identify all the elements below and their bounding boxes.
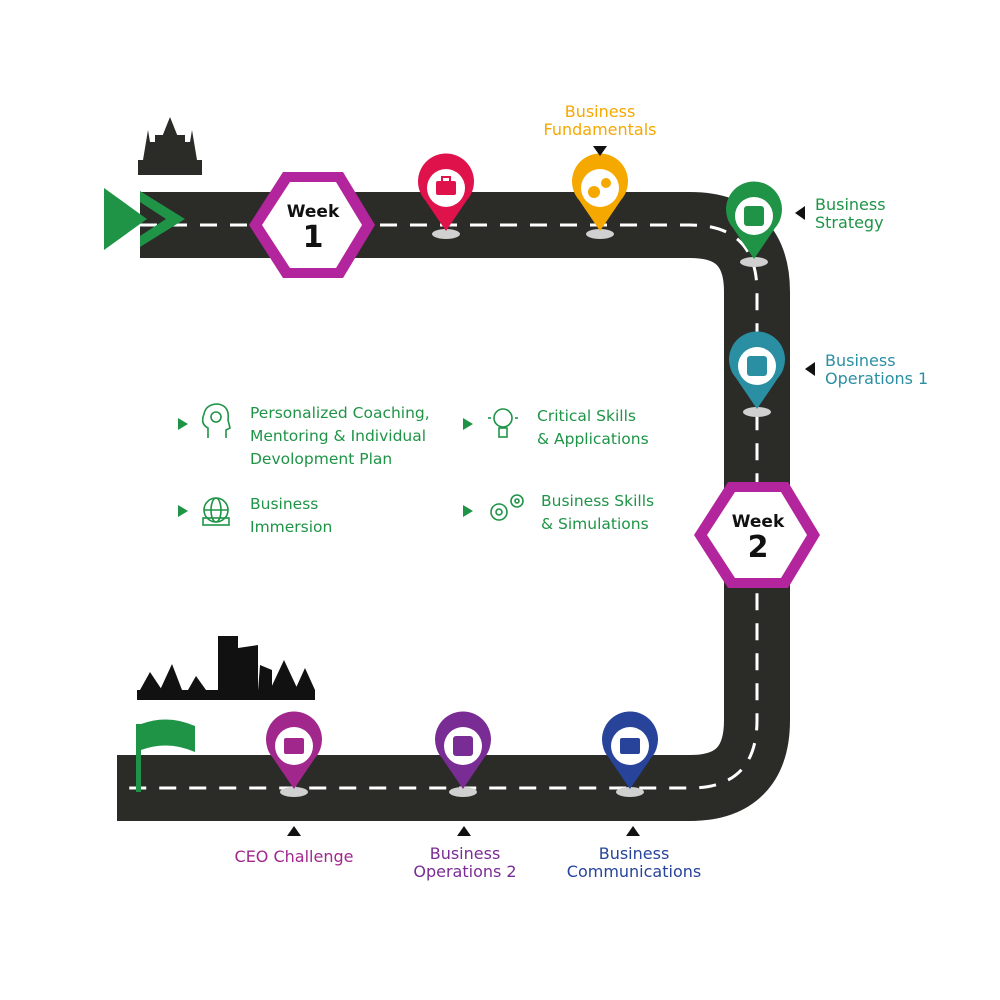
legend-critical-skills: Critical Skills & Applications [537,405,649,451]
ceo-challenge-pin-icon [266,711,322,797]
week-2-label: Week 2 [725,512,791,564]
pointer-operations-1 [805,362,815,376]
pointer-strategy [795,206,805,220]
week-1-label: Week 1 [280,202,346,254]
head-gear-icon [201,403,231,438]
coaching-line1: Personalized Coaching, [250,404,430,422]
immersion-line1: Business [250,495,319,513]
lightbulb-icon [488,408,518,438]
operations1-line2: Operations 1 [825,369,929,388]
immersion-line2: Immersion [250,518,333,536]
label-business-strategy: Business Strategy [815,196,886,232]
finish-flag-icon [136,719,195,792]
label-business-operations-2: Business Operations 2 [395,845,535,881]
week-1-number: 1 [302,220,324,255]
road [117,192,790,821]
pointer-operations-2 [457,826,471,836]
strategy-pin-icon [726,181,782,267]
globe-people-icon [202,497,230,526]
road-dashes [117,223,759,790]
operations2-line2: Operations 2 [413,862,517,881]
fundamentals-line2: Fundamentals [543,120,657,139]
legend-business-immersion: Business Immersion [250,493,332,539]
skills-line2: & Simulations [541,515,649,533]
fundamentals-line1: Business [564,102,636,121]
strategy-line2: Strategy [815,213,884,232]
legend-arrow-coaching [178,418,188,430]
communications-pin-icon [602,711,659,797]
skills-line1: Business Skills [541,492,655,510]
week-2-word: Week [731,512,785,532]
temple-icon [138,117,202,175]
fundamentals-pin-icon [572,153,628,239]
operations2-line1: Business [429,844,501,863]
legend-arrow-skills [463,505,473,517]
coaching-line3: Devolopment Plan [250,450,393,468]
gears-icon [490,494,524,521]
operations-1-pin-icon [728,331,785,417]
communications-line2: Communications [566,862,702,881]
label-business-communications: Business Communications [555,845,713,881]
week-2-marker [694,482,820,588]
critical-line1: Critical Skills [537,407,636,425]
coaching-line2: Mentoring & Individual [250,427,427,445]
legend-coaching: Personalized Coaching, Mentoring & Indiv… [250,402,430,471]
legend-arrow-immersion [178,505,188,517]
pointer-fundamentals [593,146,607,156]
pointer-ceo [287,826,301,836]
city-skyline-icon [137,636,315,700]
week-2-number: 2 [747,530,769,565]
week-1-marker [249,172,375,278]
ceo-line1: CEO Challenge [234,847,354,866]
label-business-operations-1: Business Operations 1 [825,352,928,388]
operations1-line1: Business [825,351,896,370]
legend-arrow-critical [463,418,473,430]
strategy-line1: Business [815,195,886,214]
critical-line2: & Applications [537,430,649,448]
pointer-communications [626,826,640,836]
communications-line1: Business [598,844,670,863]
label-business-fundamentals: Business Fundamentals [530,103,670,139]
legend-business-skills: Business Skills & Simulations [541,490,654,536]
week-1-word: Week [286,202,340,222]
briefcase-pin-icon [418,153,474,239]
operations-2-pin-icon [435,711,492,797]
start-arrow-icon [104,188,185,250]
label-ceo-challenge: CEO Challenge [219,848,369,866]
